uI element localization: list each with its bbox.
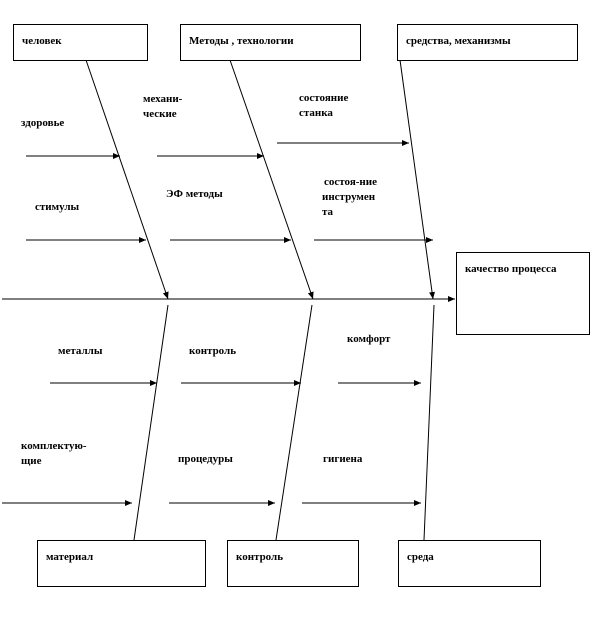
box-sredstva: средства, механизмы — [397, 24, 578, 61]
box-chelovek-label: человек — [22, 35, 62, 47]
rib-kontrol — [275, 304, 313, 541]
box-metody: Методы , технологии — [180, 24, 361, 61]
label-kontrol: контроль — [189, 345, 237, 357]
label-sost-instr-3: та — [322, 206, 334, 218]
rib-chelovek — [85, 59, 169, 300]
rib-metody — [229, 59, 314, 300]
box-kachestvo-label: качество процесса — [465, 263, 557, 275]
label-mekh-2: ческие — [143, 108, 177, 120]
label-procedury: процедуры — [178, 453, 233, 465]
label-ef-metody: ЭФ методы — [166, 188, 223, 200]
box-kachestvo: качество процесса — [456, 252, 590, 335]
label-komplekt-1: комплектую- — [21, 440, 87, 452]
box-chelovek: человек — [13, 24, 148, 61]
box-sreda: среда — [398, 540, 541, 587]
label-metally: металлы — [58, 345, 103, 357]
box-sredstva-label: средства, механизмы — [406, 35, 511, 47]
box-kontrol: контроль — [227, 540, 359, 587]
box-kontrol-label: контроль — [236, 551, 284, 563]
label-sost-instr-2: инструмен — [322, 191, 376, 203]
label-zdorovie: здоровье — [21, 117, 65, 129]
box-material-label: материал — [46, 551, 94, 563]
label-sost-instr-1: состоя-ние — [324, 176, 377, 188]
box-metody-label: Методы , технологии — [189, 35, 294, 47]
box-material: материал — [37, 540, 206, 587]
label-sost-stanka-2: станка — [299, 107, 333, 119]
box-sreda-label: среда — [407, 551, 434, 563]
label-komfort: комфорт — [347, 333, 391, 345]
label-stimuly: стимулы — [35, 201, 80, 213]
rib-material — [133, 304, 169, 541]
label-gigiena: гигиена — [323, 453, 363, 465]
label-sost-stanka-1: состояние — [299, 92, 349, 104]
label-komplekt-2: щие — [21, 455, 42, 467]
rib-sreda — [423, 304, 435, 541]
label-mekh-1: механи- — [143, 93, 183, 105]
rib-sredstva — [399, 59, 436, 300]
